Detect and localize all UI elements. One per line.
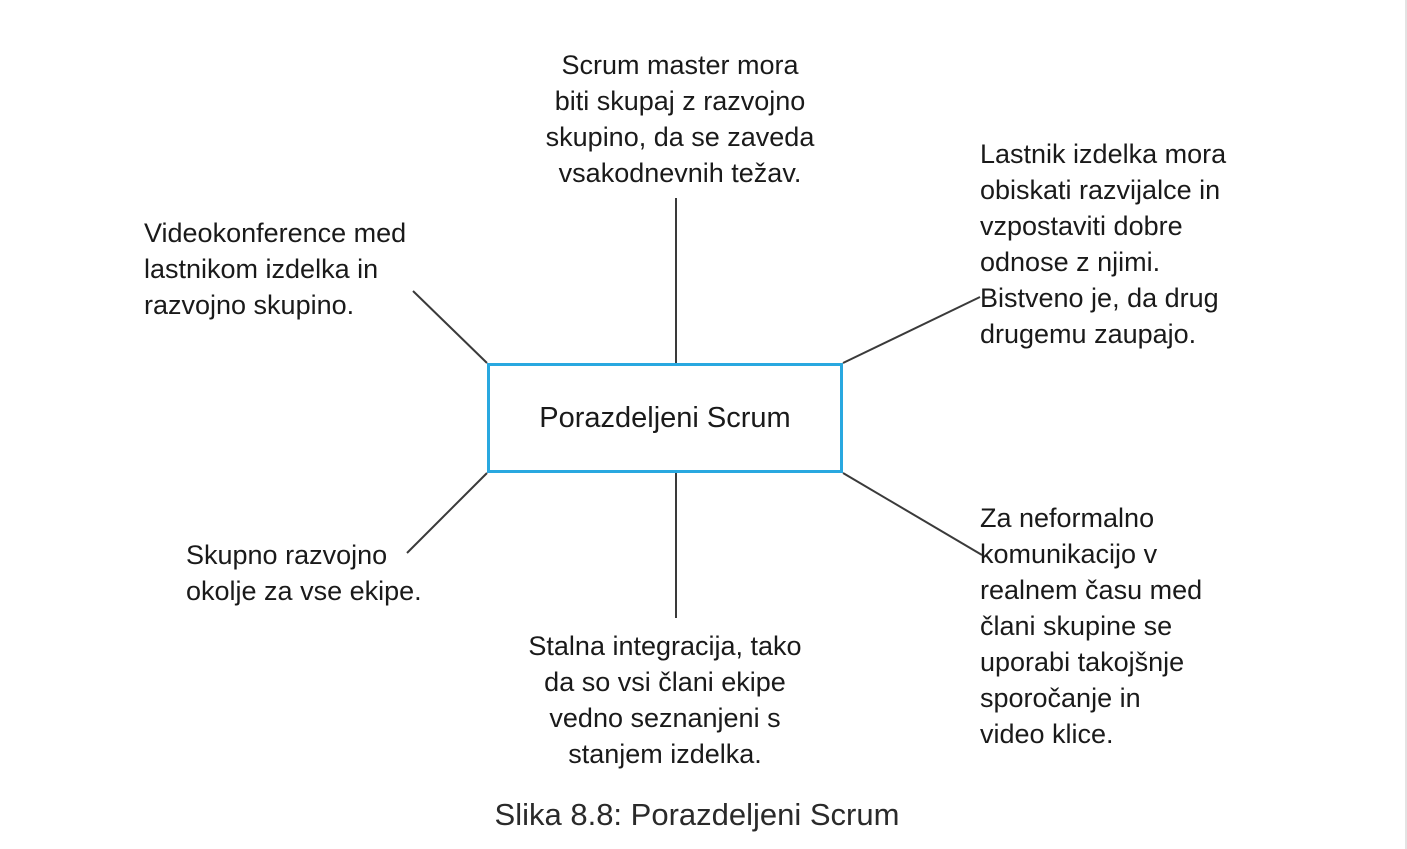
center-node-label: Porazdeljeni Scrum bbox=[539, 401, 791, 434]
note-bottom: Stalna integracija, tako da so vsi člani… bbox=[528, 631, 802, 769]
note-top: Scrum master mora biti skupaj z razvojno… bbox=[545, 50, 815, 188]
note-bottom-right: Za neformalno komunikacijo v realnem čas… bbox=[980, 503, 1203, 749]
connector-top-right bbox=[842, 296, 981, 364]
figure-caption: Slika 8.8: Porazdeljeni Scrum bbox=[494, 797, 900, 832]
note-top-right: Lastnik izdelka mora obiskati razvijalce… bbox=[980, 139, 1227, 349]
page-edge-divider bbox=[1405, 0, 1407, 849]
note-bottom-left: Skupno razvojno okolje za vse ekipe. bbox=[186, 540, 422, 606]
connector-bottom-left bbox=[406, 472, 488, 554]
connector-bottom-right bbox=[842, 472, 983, 556]
note-top-left: Videokonference med lastnikom izdelka in… bbox=[144, 218, 407, 320]
connector-top-left bbox=[412, 290, 488, 364]
center-node: Porazdeljeni Scrum bbox=[487, 363, 843, 473]
